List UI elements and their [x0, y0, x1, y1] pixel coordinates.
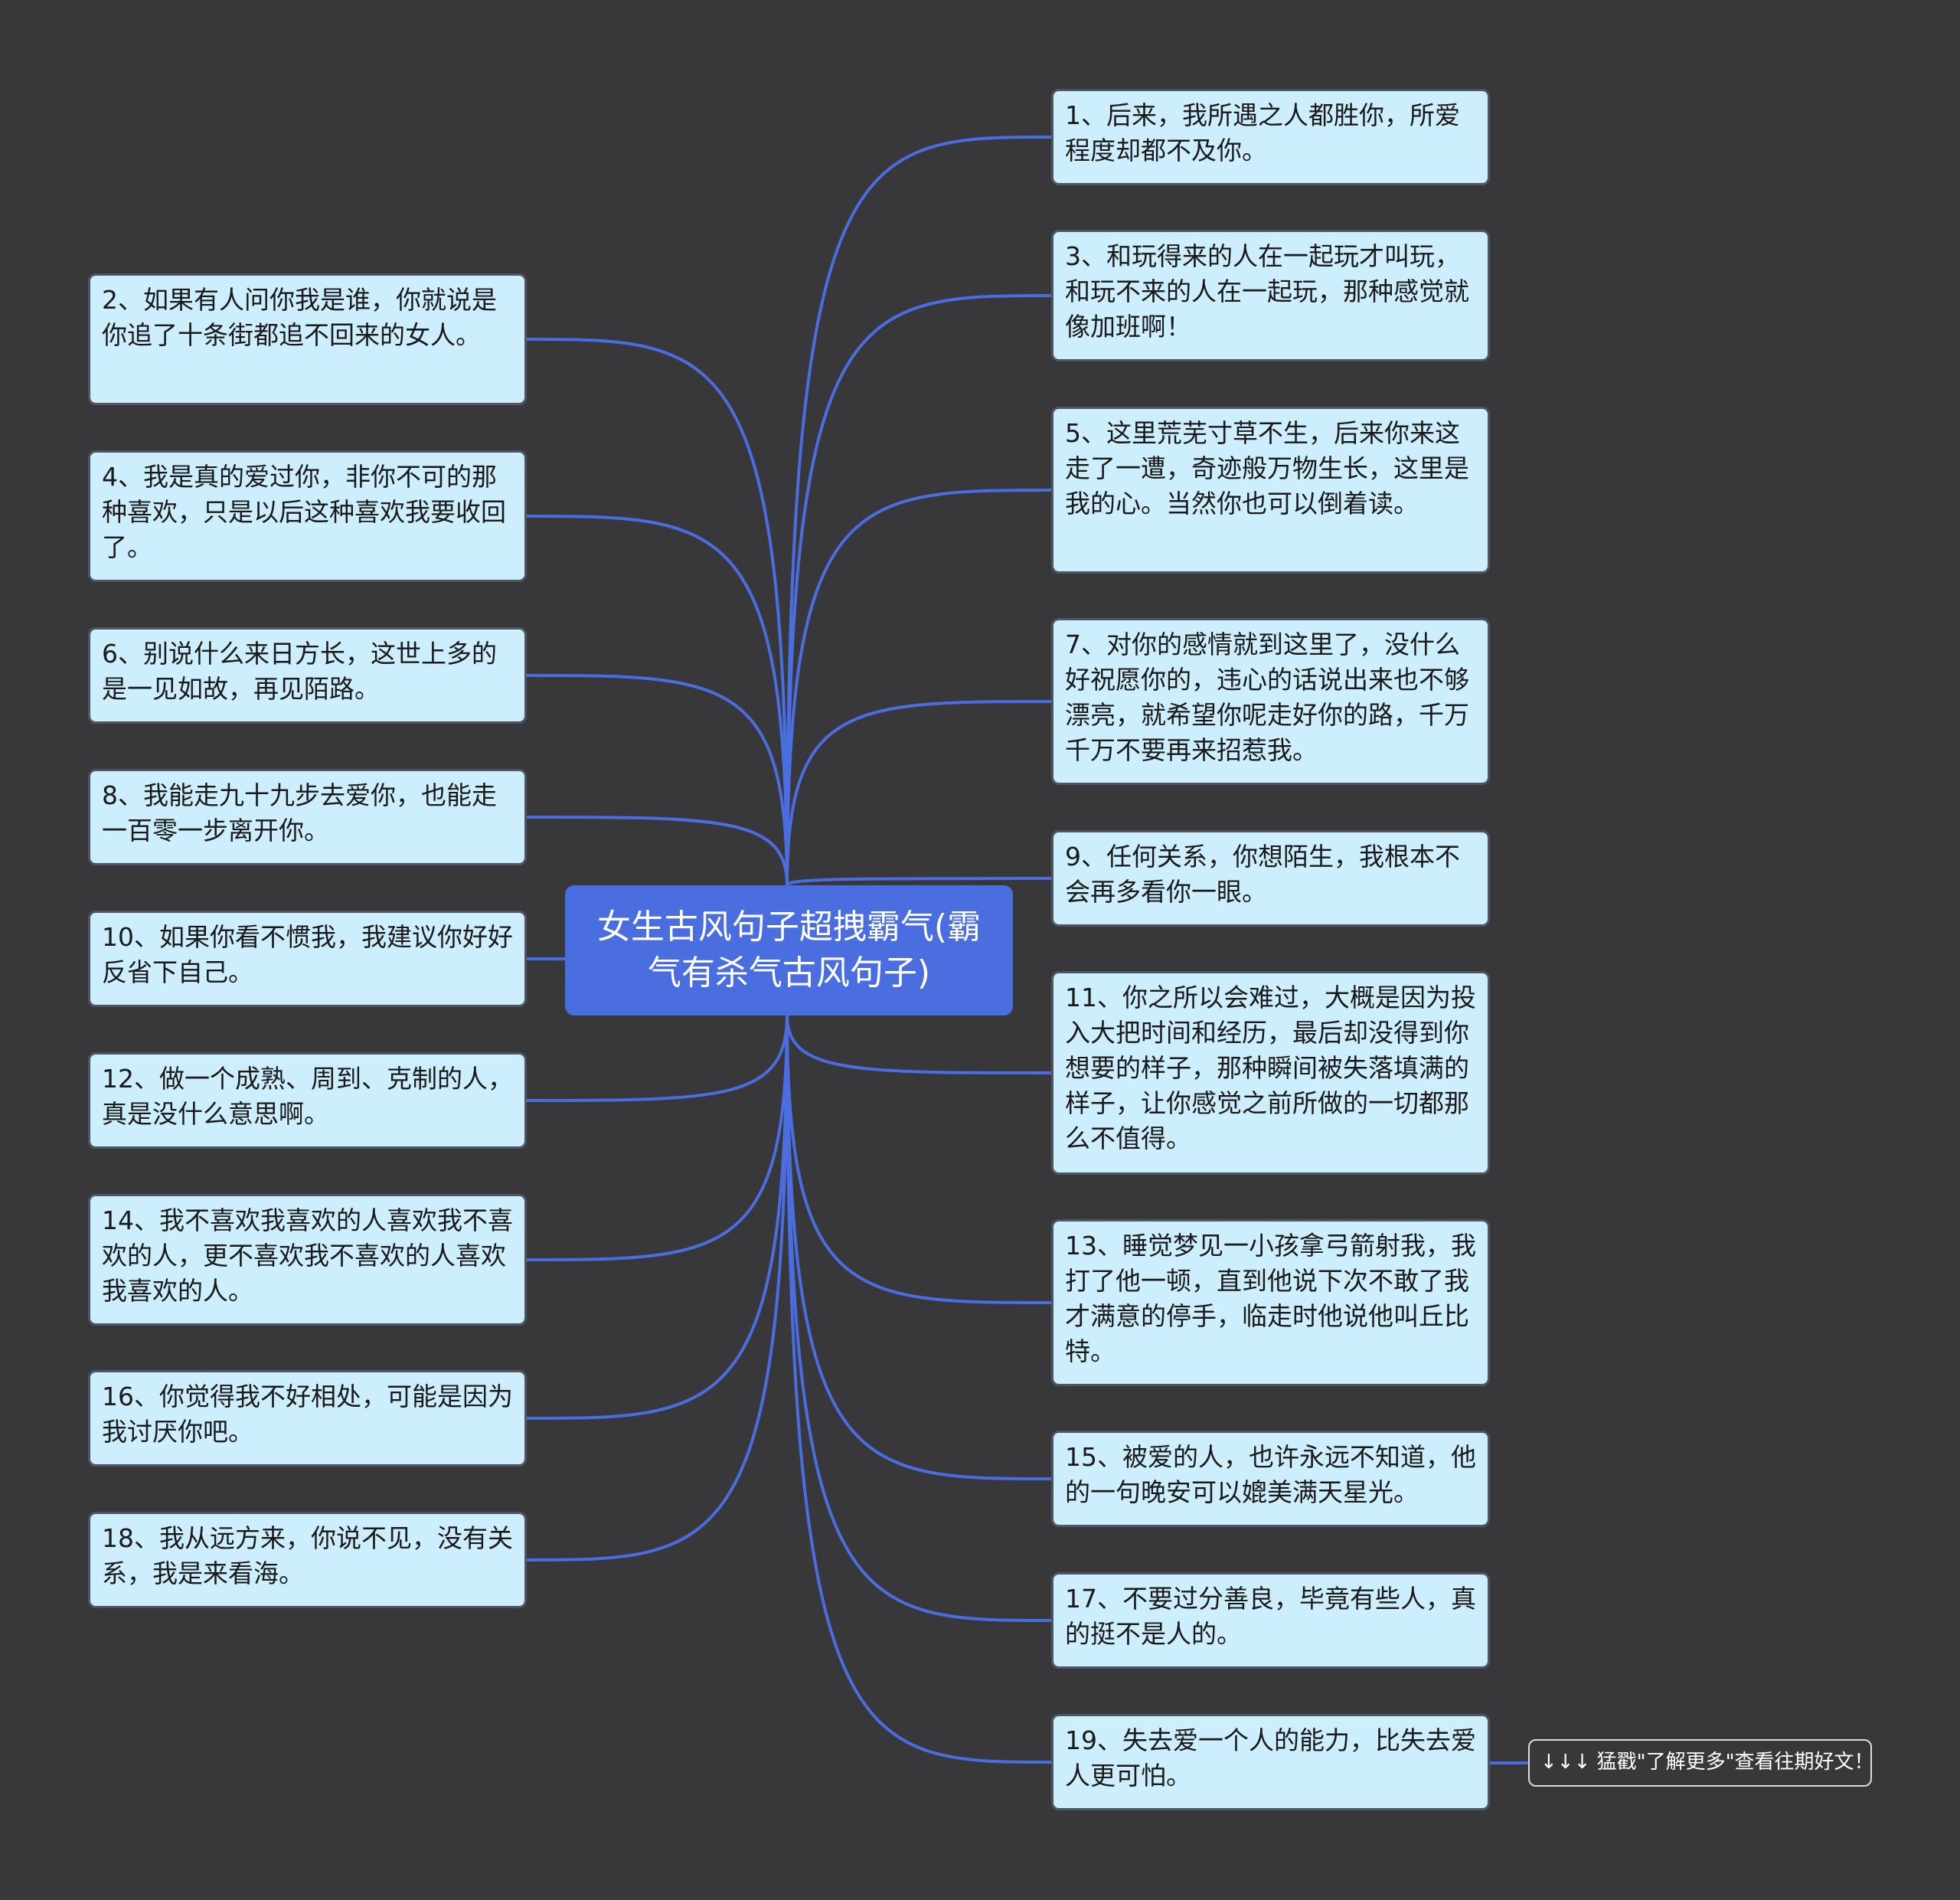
connector-left-node-8	[526, 816, 789, 886]
right-node-3[interactable]: 3、和玩得来的人在一起玩才叫玩，和玩不来的人在一起玩，那种感觉就像加班啊！	[1051, 230, 1490, 361]
node-text: 19、失去爱一个人的能力，比失去爱人更可怕。	[1065, 1725, 1476, 1790]
right-node-9[interactable]: 9、任何关系，你想陌生，我根本不会再多看你一眼。	[1051, 830, 1490, 927]
right-node-17[interactable]: 17、不要过分善良，毕竟有些人，真的挺不是人的。	[1051, 1572, 1490, 1669]
right-node-11[interactable]: 11、你之所以会难过，大概是因为投入大把时间和经历，最后却没得到你想要的样子，那…	[1051, 971, 1490, 1175]
right-node-5[interactable]: 5、这里荒芜寸草不生，后来你来这走了一遭，奇迹般万物生长，这里是我的心。当然你也…	[1051, 407, 1490, 574]
connector-left-node-14	[526, 1015, 789, 1261]
connector-right-node-11	[786, 1015, 1052, 1074]
connector-left-node-6	[526, 674, 789, 886]
connector-right-node-5	[786, 489, 1052, 886]
left-node-16[interactable]: 16、你觉得我不好相处，可能是因为我讨厌你吧。	[88, 1370, 527, 1467]
node-text: 8、我能走九十九步去爱你，也能走一百零一步离开你。	[102, 780, 497, 845]
node-text: 10、如果你看不惯我，我建议你好好反省下自己。	[102, 922, 513, 987]
node-text: 2、如果有人问你我是谁，你就说是你追了十条街都追不回来的女人。	[102, 285, 497, 350]
node-text: 6、别说什么来日方长，这世上多的是一见如故，再见陌路。	[102, 639, 497, 704]
node-text: 17、不要过分善良，毕竟有些人，真的挺不是人的。	[1065, 1584, 1476, 1649]
more-link-text: ↓↓↓ 猛戳"了解更多"查看往期好文！	[1540, 1751, 1872, 1774]
node-text: 3、和玩得来的人在一起玩才叫玩，和玩不来的人在一起玩，那种感觉就像加班啊！	[1065, 241, 1469, 342]
node-text: 1、后来，我所遇之人都胜你，所爱程度却都不及你。	[1065, 100, 1460, 165]
connector-left-node-2	[526, 338, 789, 886]
more-link-node[interactable]: ↓↓↓ 猛戳"了解更多"查看往期好文！	[1528, 1739, 1872, 1787]
node-text: 13、睡觉梦见一小孩拿弓箭射我，我打了他一顿，直到他说下次不敢了我才满意的停手，…	[1065, 1231, 1476, 1366]
node-text: 12、做一个成熟、周到、克制的人，真是没什么意思啊。	[102, 1064, 513, 1129]
left-node-8[interactable]: 8、我能走九十九步去爱你，也能走一百零一步离开你。	[88, 769, 527, 865]
left-node-2[interactable]: 2、如果有人问你我是谁，你就说是你追了十条街都追不回来的女人。	[88, 273, 527, 405]
right-node-19[interactable]: 19、失去爱一个人的能力，比失去爱人更可怕。	[1051, 1714, 1490, 1810]
right-node-7[interactable]: 7、对你的感情就到这里了，没什么好祝愿你的，违心的话说出来也不够漂亮，就希望你呢…	[1051, 618, 1490, 785]
connector-right-node-13	[786, 1015, 1052, 1304]
node-text: 18、我从远方来，你说不见，没有关系，我是来看海。	[102, 1523, 513, 1588]
right-node-13[interactable]: 13、睡觉梦见一小孩拿弓箭射我，我打了他一顿，直到他说下次不敢了我才满意的停手，…	[1051, 1219, 1490, 1386]
node-text: 4、我是真的爱过你，非你不可的那种喜欢，只是以后这种喜欢我要收回了。	[102, 462, 506, 562]
connector-left-node-18	[526, 1015, 789, 1562]
node-text: 14、我不喜欢我喜欢的人喜欢我不喜欢的人，更不喜欢我不喜欢的人喜欢我喜欢的人。	[102, 1205, 513, 1306]
left-node-18[interactable]: 18、我从远方来，你说不见，没有关系，我是来看海。	[88, 1512, 527, 1608]
node-text: 11、你之所以会难过，大概是因为投入大把时间和经历，最后却没得到你想要的样子，那…	[1065, 983, 1476, 1153]
root-topic[interactable]: 女生古风句子超拽霸气(霸气有杀气古风句子)	[565, 885, 1013, 1015]
left-node-10[interactable]: 10、如果你看不惯我，我建议你好好反省下自己。	[88, 911, 527, 1007]
connector-right-node-17	[786, 1015, 1052, 1622]
connector-left-node-4	[526, 515, 789, 886]
right-node-1[interactable]: 1、后来，我所遇之人都胜你，所爱程度却都不及你。	[1051, 89, 1490, 185]
left-node-4[interactable]: 4、我是真的爱过你，非你不可的那种喜欢，只是以后这种喜欢我要收回了。	[88, 450, 527, 582]
connector-right-node-1	[786, 136, 1052, 886]
left-node-6[interactable]: 6、别说什么来日方长，这世上多的是一见如故，再见陌路。	[88, 627, 527, 724]
connector-left-node-12	[526, 1015, 789, 1102]
node-text: 9、任何关系，你想陌生，我根本不会再多看你一眼。	[1065, 842, 1460, 907]
node-text: 7、对你的感情就到这里了，没什么好祝愿你的，违心的话说出来也不够漂亮，就希望你呢…	[1065, 630, 1469, 765]
connector-right-node-7	[786, 700, 1052, 886]
left-node-14[interactable]: 14、我不喜欢我喜欢的人喜欢我不喜欢的人，更不喜欢我不喜欢的人喜欢我喜欢的人。	[88, 1194, 527, 1326]
connector-right-node-15	[786, 1015, 1052, 1480]
node-text: 16、你觉得我不好相处，可能是因为我讨厌你吧。	[102, 1382, 513, 1447]
root-title: 女生古风句子超拽霸气(霸气有杀气古风句子)	[596, 907, 982, 993]
left-node-12[interactable]: 12、做一个成熟、周到、克制的人，真是没什么意思啊。	[88, 1052, 527, 1149]
right-node-15[interactable]: 15、被爱的人，也许永远不知道，他的一句晚安可以媲美满天星光。	[1051, 1431, 1490, 1527]
connector-right-node-9	[786, 877, 1052, 886]
node-text: 5、这里荒芜寸草不生，后来你来这走了一遭，奇迹般万物生长，这里是我的心。当然你也…	[1065, 418, 1469, 518]
node-text: 15、被爱的人，也许永远不知道，他的一句晚安可以媲美满天星光。	[1065, 1442, 1476, 1507]
connector-right-node-3	[786, 294, 1052, 886]
connector-right-node-19	[786, 1015, 1052, 1764]
connector-left-node-16	[526, 1015, 789, 1420]
